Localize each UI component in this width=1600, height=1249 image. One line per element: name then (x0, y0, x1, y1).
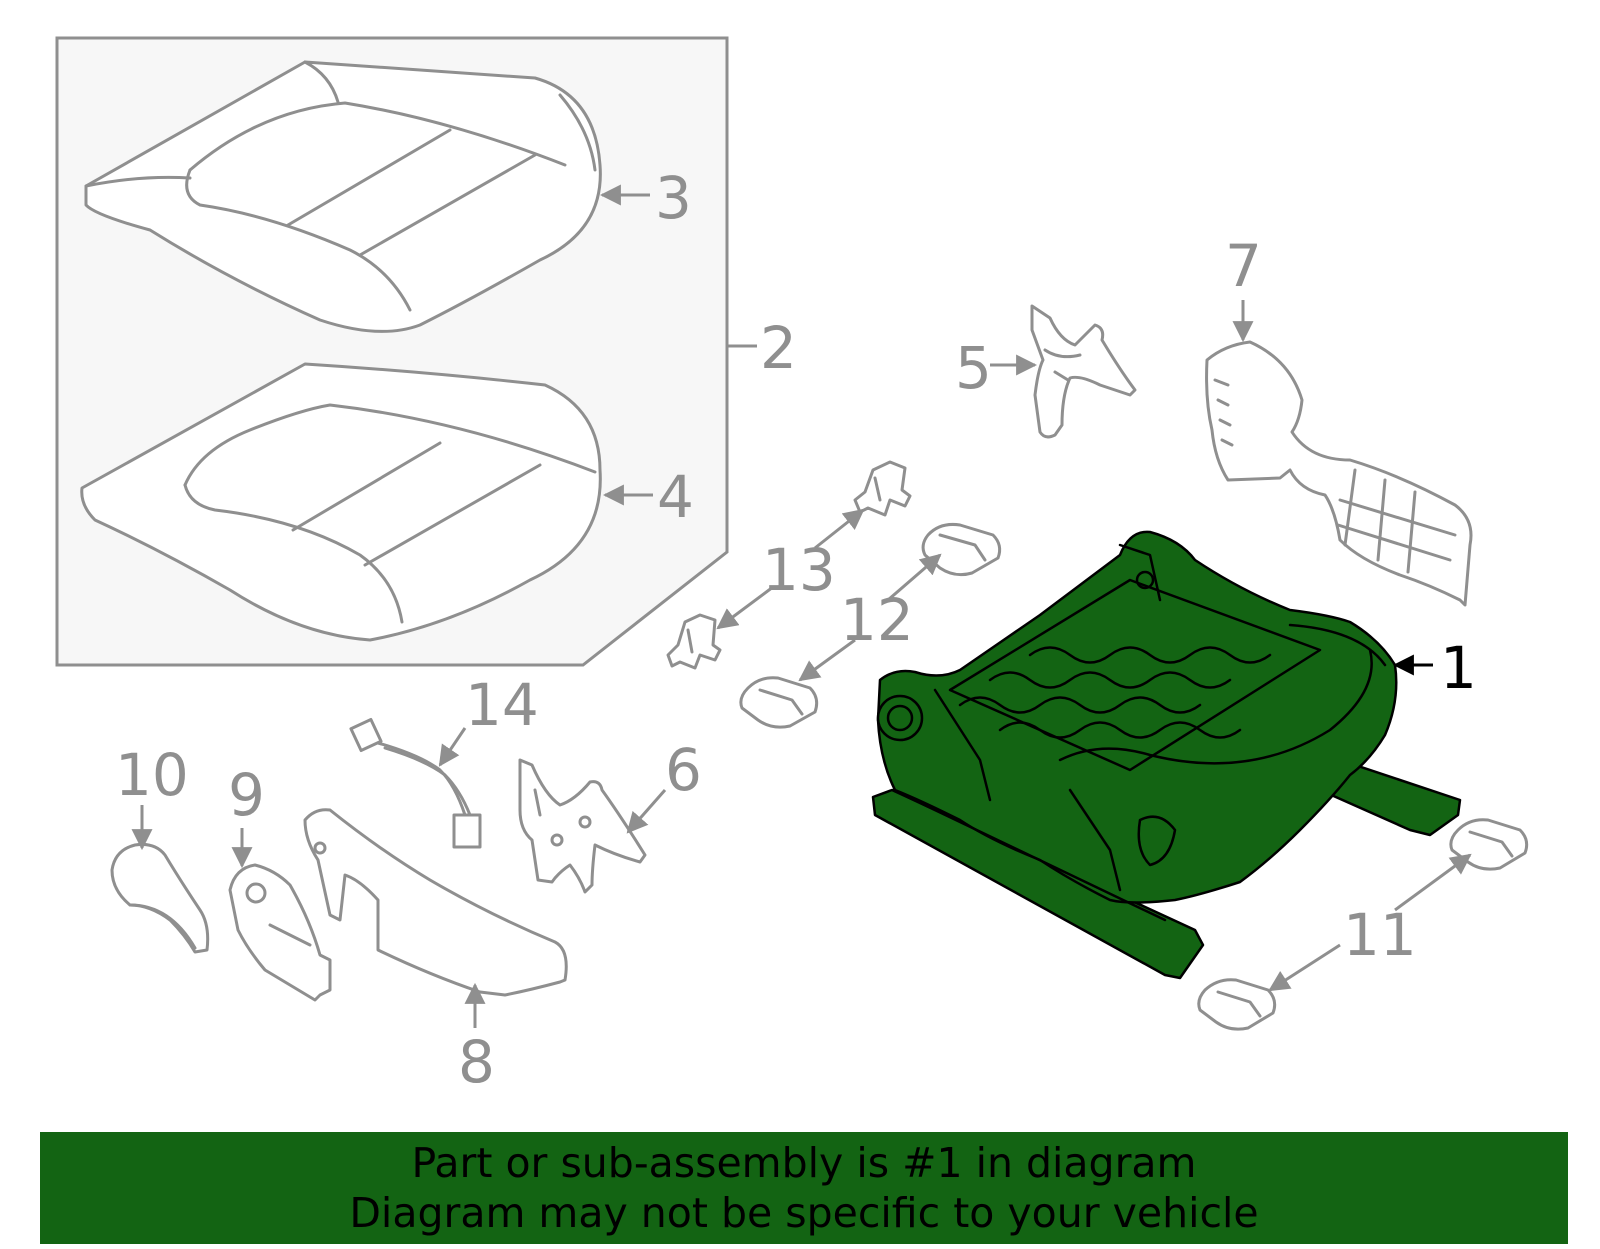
part-14-wire-harness[interactable] (349, 717, 482, 849)
part-10-knob[interactable] (110, 843, 210, 954)
callout-12: 12 (840, 586, 914, 654)
part-9-cover[interactable] (228, 863, 332, 1002)
callout-5: 5 (955, 334, 992, 402)
callout-1: 1 (1440, 634, 1477, 702)
callout-2: 2 (760, 314, 797, 382)
callout-14: 14 (465, 671, 539, 739)
part-12-cap-lower[interactable] (739, 676, 819, 729)
callout-4: 4 (657, 463, 694, 531)
banner-line-1: Part or sub-assembly is #1 in diagram (411, 1139, 1197, 1187)
part-6-bracket[interactable] (518, 758, 647, 894)
part-12-cap-upper[interactable] (921, 523, 1002, 577)
part-13-clip-upper[interactable] (853, 460, 912, 517)
callout-10: 10 (115, 741, 189, 809)
callout-7: 7 (1225, 232, 1262, 300)
callout-13: 13 (762, 536, 836, 604)
part-1-seat-frame[interactable] (871, 530, 1462, 980)
info-banner: Part or sub-assembly is #1 in diagram Di… (40, 1132, 1568, 1244)
callout-8: 8 (458, 1028, 495, 1096)
part-11-cap-lower[interactable] (1197, 978, 1277, 1031)
banner-line-2: Diagram may not be specific to your vehi… (349, 1189, 1259, 1237)
callout-11: 11 (1343, 901, 1417, 969)
callout-6: 6 (665, 736, 702, 804)
leader-lines (131, 184, 1472, 1028)
part-7-side-shield[interactable] (1205, 340, 1473, 607)
part-4-cushion-pad[interactable] (80, 362, 602, 642)
part-5-bracket[interactable] (1030, 304, 1137, 439)
callout-3: 3 (655, 164, 692, 232)
part-13-clip-lower[interactable] (666, 613, 722, 670)
callout-labels: 1 2 3 4 5 6 7 8 9 10 11 12 13 14 (115, 164, 1477, 1096)
part-8-side-cover[interactable] (303, 808, 568, 997)
part-3-cushion-cover[interactable] (84, 60, 602, 333)
callout-9: 9 (228, 761, 265, 829)
